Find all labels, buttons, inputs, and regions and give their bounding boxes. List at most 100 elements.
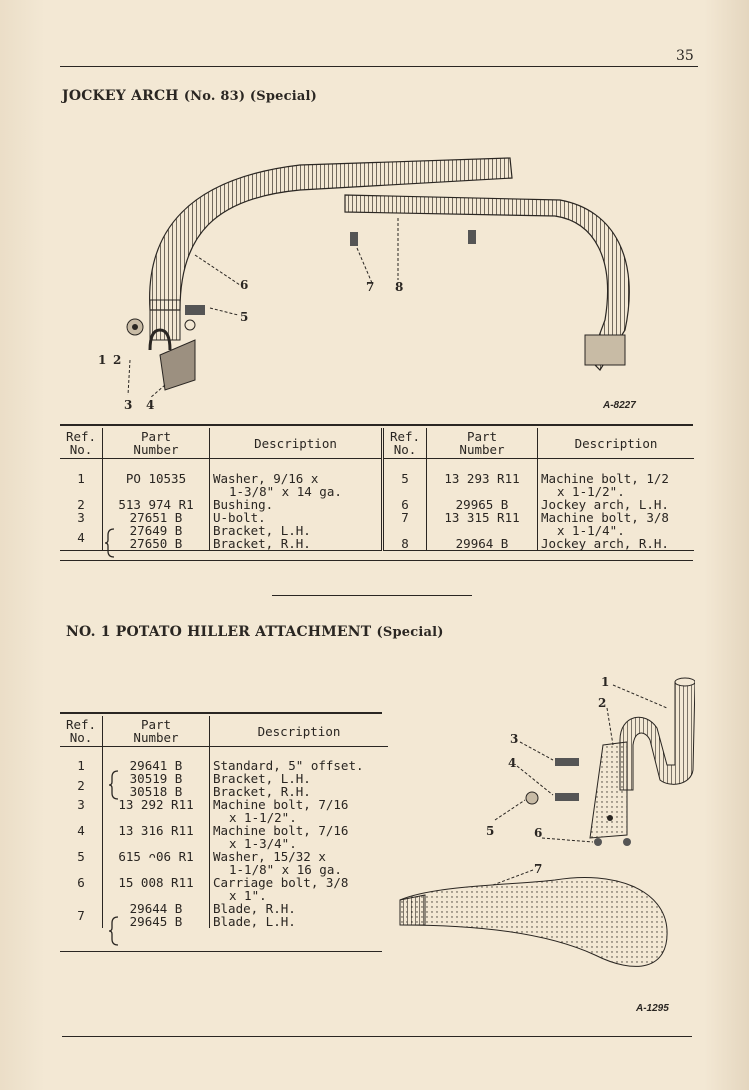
desc-cell: Bracket, L.H.	[209, 524, 384, 537]
part-cell: 27651 B	[102, 511, 210, 524]
potato-hiller-parts-table: Ref. No. Part Number Description 1 29641…	[60, 716, 388, 928]
desc-cell: Bracket, R.H.	[213, 784, 311, 799]
brace-icon	[104, 528, 115, 558]
table-row: 2 30519 B Bracket, L.H.	[60, 771, 388, 798]
part-cell: 615 ᴖ06 R1	[102, 850, 210, 876]
desc-cell: Machine bolt, 3/8 x 1-1/4".	[538, 511, 695, 537]
ref-cell: 3	[60, 511, 103, 524]
hiller-callout-1: 1	[601, 675, 610, 689]
ref-cell: 5	[382, 458, 427, 498]
desc-line: 1-3/8" x 14 ga.	[229, 484, 342, 499]
desc-cell: Bracket, L.H.	[213, 771, 311, 786]
hiller-callout-3: 3	[510, 732, 519, 746]
desc-cell: Machine bolt, 7/16 x 1-1/2".	[210, 798, 389, 824]
header-part-line2: Number	[133, 442, 179, 457]
desc-line: Washer, 9/16 x	[213, 471, 319, 486]
desc-line: Machine bolt, 3/8	[541, 510, 669, 525]
section2-title: NO. 1 POTATO HILLER ATTACHMENT (Special)	[66, 624, 444, 640]
table-row: 1 PO 10535 Washer, 9/16 x 1-3/8" x 14 ga…	[60, 458, 694, 499]
desc-line: Machine bolt, 7/16	[213, 823, 349, 838]
desc-cell: Blade, R.H.	[213, 901, 296, 916]
blade	[399, 876, 668, 967]
table-row: 3 27651 B U-bolt. 7 13 315 R11 Machine b…	[60, 511, 694, 537]
callout-4: 4	[146, 398, 155, 412]
header-ref2-line1: Ref.	[389, 429, 421, 444]
part-cell: 13 315 R11	[426, 511, 538, 524]
part-cell: 29965 B	[426, 498, 538, 511]
header-ref: Ref. No.	[60, 716, 103, 747]
callout-3: 3	[124, 398, 133, 412]
part-cell: 29644 B	[102, 902, 210, 915]
table2-top-rule	[60, 712, 382, 714]
figure-code-a1295: A-1295	[636, 1003, 669, 1014]
header-part2-line1: Part	[466, 429, 498, 444]
section2-title-text: NO. 1 POTATO HILLER ATTACHMENT	[66, 624, 372, 640]
brace-icon	[108, 916, 119, 946]
header-ref-line1: Ref.	[65, 429, 97, 444]
ref-cell: 3	[60, 798, 103, 824]
desc-line: Washer, 15/32 x	[213, 849, 326, 864]
standard-offset	[619, 681, 695, 791]
jockey-arch-illustration	[126, 157, 630, 399]
callout-5: 5	[240, 310, 249, 324]
header-ref-line2: No.	[69, 730, 93, 745]
table-row: 2 513 974 R1 Bushing. 6 29965 B Jockey a…	[60, 498, 694, 511]
part-cell: 13 316 R11	[102, 824, 210, 850]
part-value: 27649 B	[129, 523, 183, 538]
ref-cell: 2	[60, 772, 103, 798]
part-cell: 13 293 R11	[426, 458, 538, 498]
desc-line: Carriage bolt, 3/8	[213, 875, 349, 890]
callout-6: 6	[240, 278, 249, 292]
header-desc: Description	[209, 716, 388, 747]
desc-line: Machine bolt, 7/16	[213, 797, 349, 812]
desc-line: x 1-1/2".	[557, 484, 625, 499]
desc-cell: Machine bolt, 7/16 x 1-3/4".	[210, 824, 389, 850]
table-row: 27650 B Bracket, R.H. 8 29964 B Jockey a…	[60, 537, 694, 551]
section1-subtitle: (No. 83) (Special)	[183, 89, 317, 104]
ref-cell: 6	[60, 876, 103, 902]
table-row: 4 27649 B Bracket, L.H.	[60, 523, 694, 551]
potato-hiller-illustration	[399, 677, 695, 967]
desc-line: Machine bolt, 1/2	[541, 471, 669, 486]
ref-cell-empty	[382, 524, 427, 537]
ref-cell: 8	[382, 537, 427, 551]
page-number: 35	[676, 48, 694, 64]
ref-cell: 1	[60, 746, 103, 772]
header-ref2-line2: No.	[393, 442, 417, 457]
header-part-2: Part Number	[426, 428, 538, 459]
desc-cell: Carriage bolt, 3/8 x 1".	[210, 876, 389, 902]
callout-2: 2	[113, 353, 122, 367]
jockey-arch-parts-table: Ref. No. Part Number Description Ref. No…	[60, 428, 694, 551]
ref-cell: 7	[382, 511, 427, 524]
part-cell: 15 008 R11	[102, 876, 210, 902]
header-rule	[60, 66, 698, 67]
part-cell: 30518 B	[102, 785, 210, 798]
bracket	[589, 741, 628, 839]
table-row: 3 13 292 R11 Machine bolt, 7/16 x 1-1/2"…	[60, 798, 388, 824]
part-cell-empty	[426, 524, 538, 537]
table-row: 30518 B Bracket, R.H.	[60, 785, 388, 798]
ref-cell: 4	[60, 824, 103, 850]
desc-cell: Jockey arch, R.H.	[541, 536, 669, 551]
table-row: 29645 B Blade, L.H.	[60, 915, 388, 928]
desc-line: x 1-1/4".	[557, 523, 625, 538]
section1-title: JOCKEY ARCH (No. 83) (Special)	[62, 88, 317, 104]
desc-line: x 1-3/4".	[229, 836, 297, 851]
table2-header-row: Ref. No. Part Number Description	[60, 716, 388, 747]
part-cell: 29641 B	[102, 746, 210, 772]
header-desc-2: Description	[537, 428, 694, 459]
header-part-line1: Part	[140, 717, 172, 732]
header-part-line2: Number	[133, 730, 179, 745]
hiller-callout-6: 6	[534, 826, 543, 840]
figure-code-a8227: A-8227	[603, 400, 636, 411]
table-row: 4 13 316 R11 Machine bolt, 7/16 x 1-3/4"…	[60, 824, 388, 850]
desc-cell: Jockey arch, L.H.	[541, 497, 669, 512]
part-cell: 27650 B	[102, 537, 210, 551]
desc-cell: U-bolt.	[209, 511, 384, 524]
part-cell: 513 974 R1	[102, 498, 210, 511]
desc-cell: Bushing.	[209, 498, 384, 511]
part-cell: 30519 B	[102, 772, 210, 785]
hiller-callout-2: 2	[598, 696, 607, 710]
header-ref-2: Ref. No.	[382, 428, 427, 459]
header-part-line1: Part	[140, 429, 172, 444]
